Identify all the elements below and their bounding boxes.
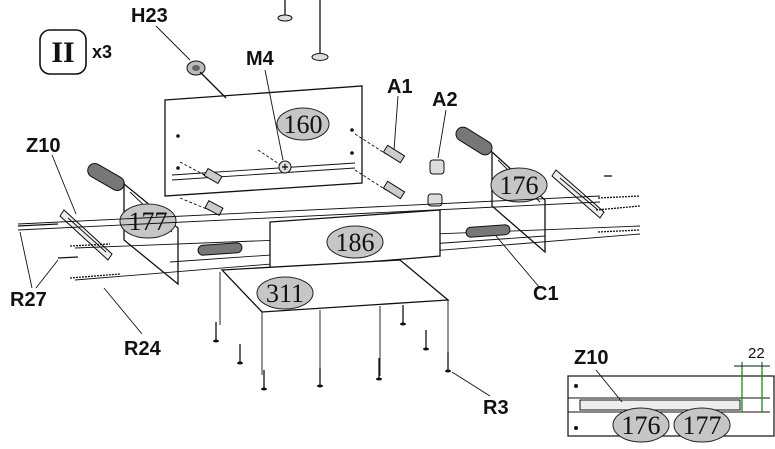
- step-badge: II x3: [39, 29, 112, 75]
- label-a1: A1: [387, 76, 413, 98]
- detail-label-z10: Z10: [574, 347, 608, 369]
- step-numeral: II: [51, 36, 74, 69]
- side-panel-177: 177: [119, 182, 179, 286]
- step-multiplier: x3: [92, 42, 112, 62]
- panel-number-oval: [256, 276, 314, 310]
- label-h23: H23: [131, 5, 168, 27]
- screw-icon: [237, 344, 243, 365]
- panel-number-oval: [276, 107, 330, 141]
- back-panel-160: 160: [164, 85, 363, 197]
- label-r24: R24: [124, 338, 162, 360]
- screw-icon: [213, 322, 219, 343]
- panel-number-160: 160: [284, 110, 323, 139]
- screw-icon: [317, 368, 323, 388]
- screw-icon: [423, 330, 429, 351]
- panel-number-oval: [326, 225, 384, 259]
- left-rail-z10: Z10: [26, 135, 113, 261]
- h23-part: H23: [131, 5, 227, 99]
- top-hardware: [277, 0, 329, 61]
- drawer-front-186: 186: [269, 209, 441, 271]
- c1-runners: C1: [197, 224, 559, 305]
- a2-part: A2: [427, 89, 458, 207]
- left-screws: R27 R24: [10, 223, 162, 360]
- r3-screws: R3: [213, 305, 509, 419]
- label-r3: R3: [483, 397, 509, 419]
- m4-part: M4: [246, 48, 292, 174]
- panel-number-oval: [119, 203, 177, 239]
- label-a2: A2: [432, 89, 458, 111]
- panel-number-186: 186: [336, 228, 375, 257]
- screw-icon: [400, 305, 406, 326]
- right-rail-z10: [551, 169, 605, 219]
- label-r27: R27: [10, 289, 47, 311]
- panel-number-177: 177: [129, 207, 168, 236]
- detail-inset: 22 Z10 176 177: [567, 345, 775, 443]
- panel-number-176: 176: [500, 171, 539, 200]
- screw-icon: [445, 352, 451, 373]
- side-panel-176: 176: [490, 150, 548, 254]
- screwdriver-handles: [87, 126, 493, 191]
- step-box: [39, 29, 87, 75]
- detail-number-176: 176: [622, 411, 661, 440]
- label-m4: M4: [246, 48, 275, 70]
- detail-number-177: 177: [683, 411, 722, 440]
- label-c1: C1: [533, 283, 559, 305]
- right-screws: [595, 175, 641, 233]
- label-z10: Z10: [26, 135, 60, 157]
- back-panel-fittings: A1: [179, 76, 413, 216]
- panel-number-311: 311: [266, 279, 304, 308]
- panel-number-oval: [490, 167, 548, 203]
- screw-icon: [261, 370, 267, 391]
- bottom-panel-311: 311: [219, 259, 450, 378]
- detail-dimension: 22: [748, 345, 765, 362]
- screw-icon: [376, 358, 382, 381]
